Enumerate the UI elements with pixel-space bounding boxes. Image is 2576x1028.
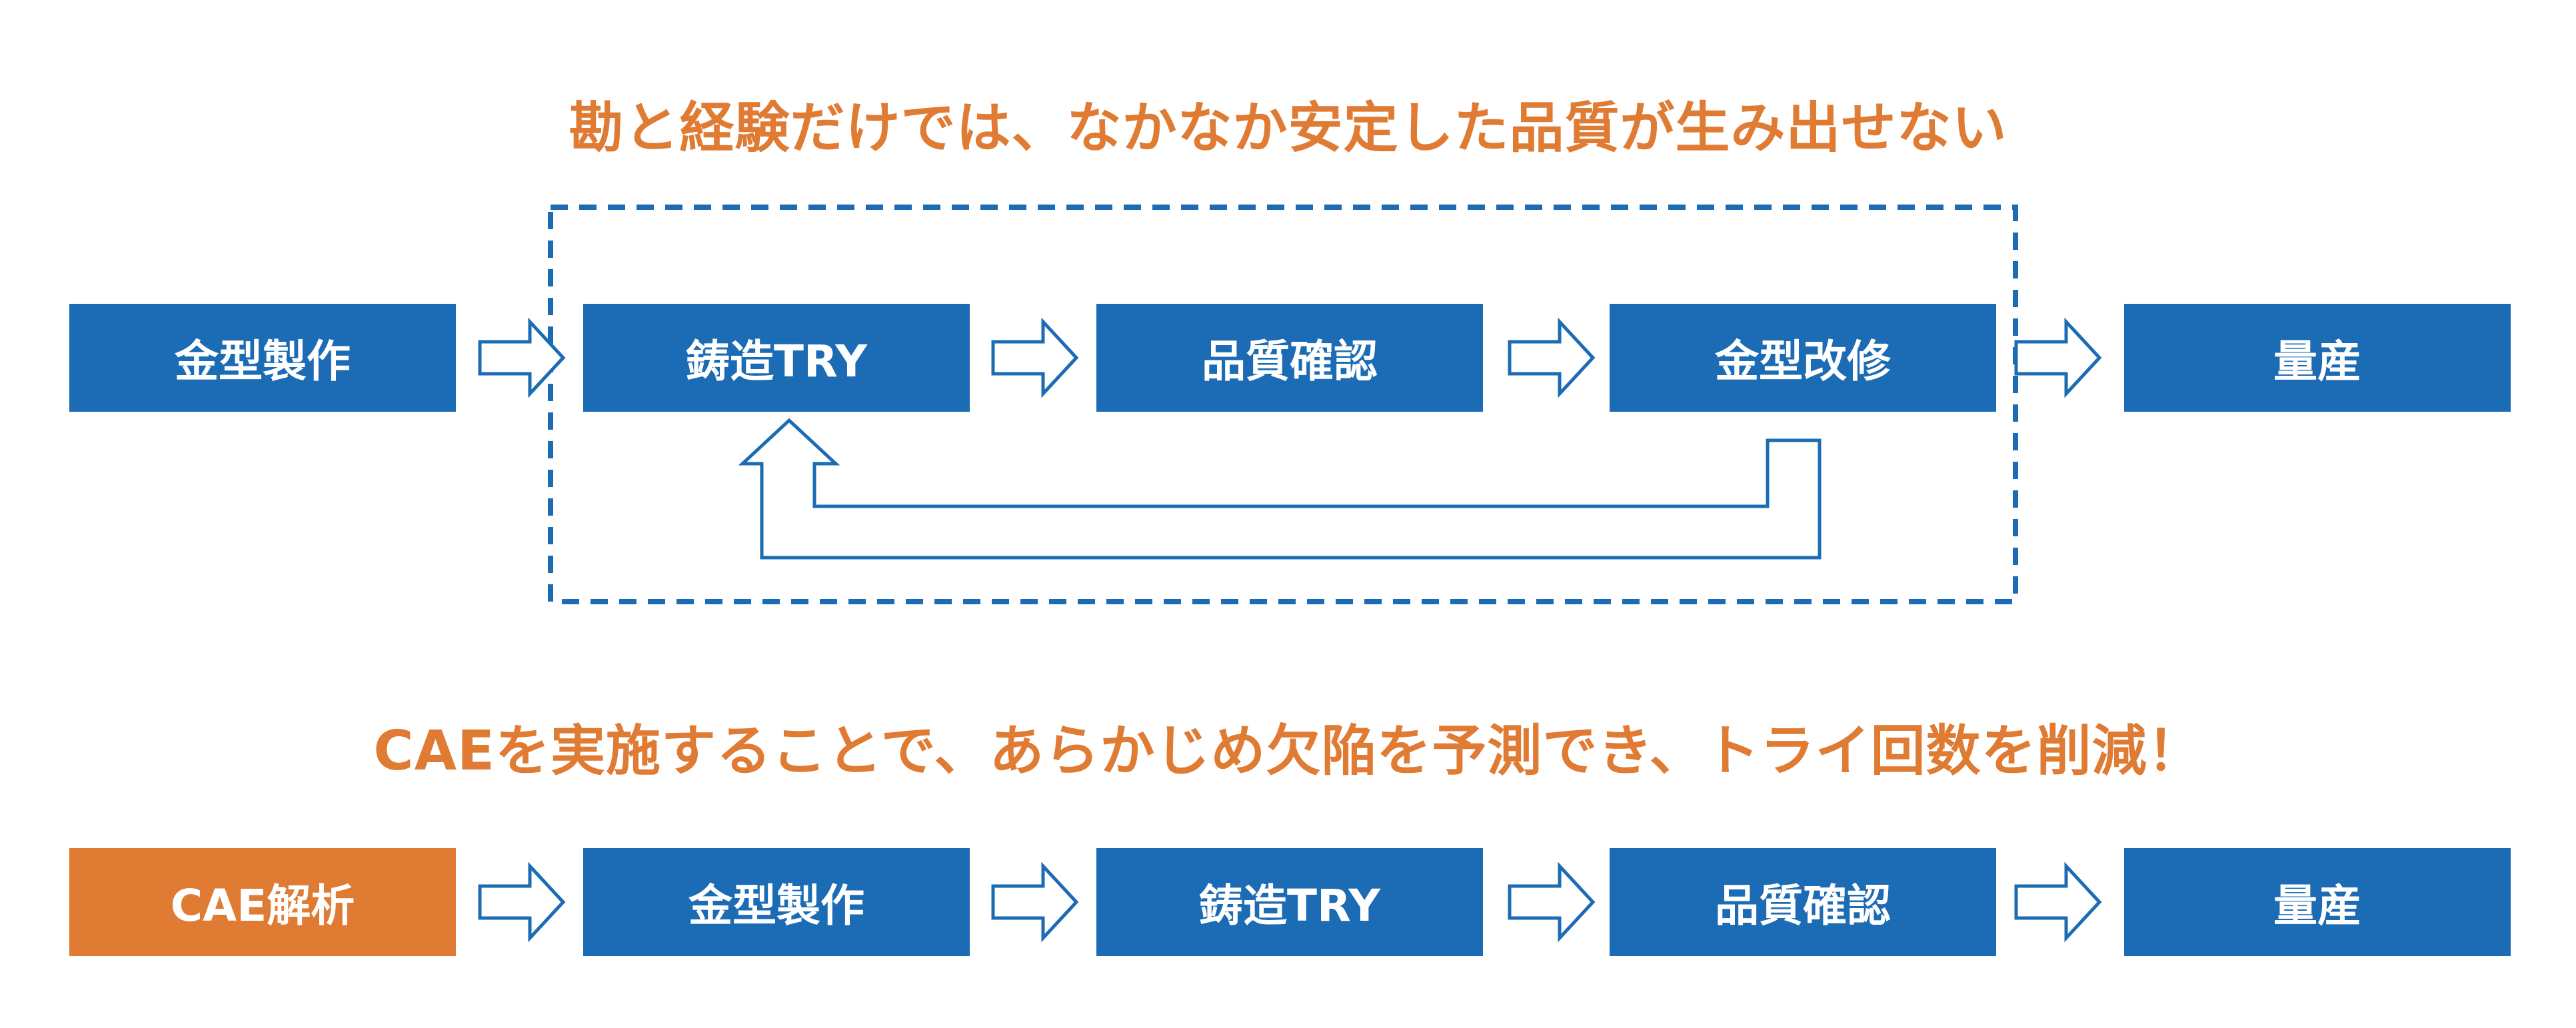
right-arrow-icon [1508, 861, 1596, 943]
bottom-step-mass-production: 量産 [2124, 848, 2511, 956]
right-arrow-icon [2014, 317, 2102, 398]
top-step-quality-check: 品質確認 [1096, 304, 1483, 412]
top-step-casting-try: 鋳造TRY [583, 304, 970, 412]
bottom-step-mold-making: 金型製作 [583, 848, 970, 956]
right-arrow-icon [2014, 861, 2102, 943]
bottom-step-casting-try: 鋳造TRY [1096, 848, 1483, 956]
bottom-step-quality-check: 品質確認 [1610, 848, 1996, 956]
top-heading: 勘と経験だけでは、なかなか安定した品質が生み出せない [569, 97, 2007, 160]
bottom-step-cae-analysis: CAE解析 [69, 848, 456, 956]
right-arrow-icon [991, 317, 1079, 398]
bottom-heading: CAEを実施することで、あらかじめ欠陥を予測でき、トライ回数を削減！ [373, 720, 2203, 783]
right-arrow-icon [478, 317, 566, 398]
right-arrow-icon [1508, 317, 1596, 398]
top-step-mass-production: 量産 [2124, 304, 2511, 412]
right-arrow-icon [478, 861, 566, 943]
top-step-mold-making: 金型製作 [69, 304, 456, 412]
trial-loop-dashed-frame [548, 205, 2018, 604]
loop-back-arrow-icon [738, 418, 1822, 560]
top-step-mold-repair: 金型改修 [1610, 304, 1996, 412]
right-arrow-icon [991, 861, 1079, 943]
